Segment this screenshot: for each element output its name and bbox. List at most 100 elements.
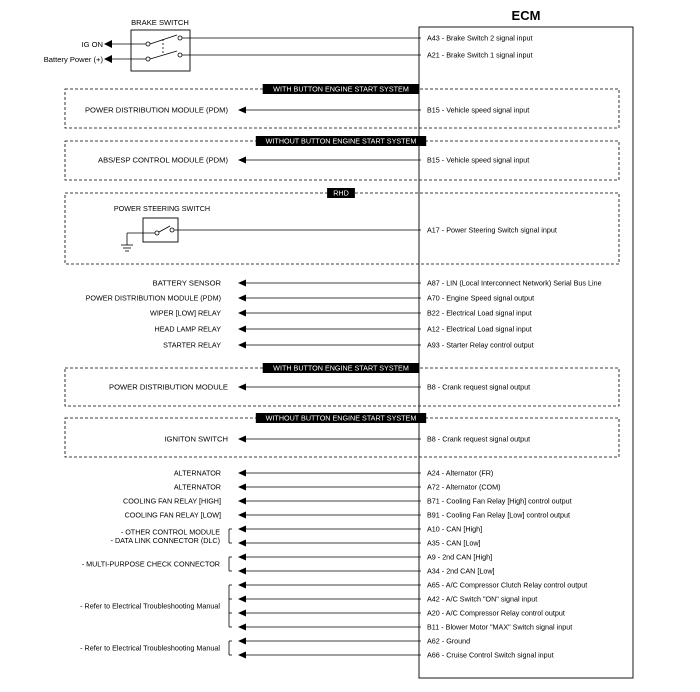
- bracket-2-pin-0: A65 - A/C Compressor Clutch Relay contro…: [427, 581, 587, 590]
- brake-pin-1-sep: -: [440, 51, 446, 60]
- bracket-2-pin-1-pin: A42: [427, 595, 440, 604]
- bracket-2-row-3-arrow: [238, 623, 246, 631]
- mid-row-label: STARTER RELAY: [163, 341, 221, 350]
- power-steering-switch-title: POWER STEERING SWITCH: [114, 204, 210, 213]
- lower-row-pin-0-signal: Alternator (FR): [446, 469, 494, 478]
- group-pin-4-pin: B8: [427, 435, 436, 444]
- group-pin-3: B8 - Crank request signal output: [427, 383, 530, 392]
- lower-row-3-arrow: [238, 511, 246, 519]
- lower-row-label: COOLING FAN RELAY [HIGH]: [123, 497, 221, 506]
- mid-row-pin-4-signal: Starter Relay control output: [446, 341, 534, 350]
- lower-row-label: COOLING FAN RELAY [LOW]: [125, 511, 221, 520]
- bracket-3-pin-1: A66 - Cruise Control Switch signal input: [427, 651, 554, 660]
- bracket-group-label: - MULTI-PURPOSE CHECK CONNECTOR: [82, 560, 220, 569]
- mid-row-label: HEAD LAMP RELAY: [155, 325, 222, 334]
- brake-pin-1-pin: A21: [427, 51, 440, 60]
- option-group-banner: [262, 363, 420, 373]
- lower-row-pin-2-pin: B71: [427, 497, 440, 506]
- ig-on-label: IG ON: [81, 40, 103, 49]
- group-pin-0-pin: B15: [427, 106, 440, 115]
- mid-row-pin-2-sep: -: [440, 309, 446, 318]
- bracket-3-pin-0-pin: A62: [427, 637, 440, 646]
- bracket-2-pin-2-signal: A/C Compressor Relay control output: [446, 609, 565, 618]
- bracket-0-row-1-arrow: [238, 539, 246, 547]
- mid-row-pin-4-pin: A93: [427, 341, 440, 350]
- group-pin-1-pin: B15: [427, 156, 440, 165]
- option-group-banner: [327, 188, 355, 198]
- group-4-arrow: [238, 435, 246, 443]
- lower-row-1-arrow: [238, 483, 246, 491]
- bracket-2-pin-2-pin: A20: [427, 609, 440, 618]
- option-group-banner-text: WITH BUTTON ENGINE START SYSTEM: [273, 85, 409, 94]
- bracket-2-pin-1-signal: A/C Switch "ON" signal input: [446, 595, 537, 604]
- mid-row-4-arrow: [238, 341, 246, 349]
- option-group-banner: [255, 136, 427, 146]
- mid-row-pin-0-pin: A87: [427, 279, 440, 288]
- ps-switch-blade: [158, 225, 171, 233]
- group-pin-4-sep: -: [436, 435, 442, 444]
- bracket-1-row-1-arrow: [238, 567, 246, 575]
- group-pin-2-sep: -: [440, 226, 446, 235]
- bracket-3-row-0-arrow: [238, 637, 246, 645]
- bracket-group-label: - DATA LINK CONNECTOR (DLC): [111, 536, 220, 545]
- lower-row-pin-1-sep: -: [440, 483, 446, 492]
- bracket-2-pin-0-signal: A/C Compressor Clutch Relay control outp…: [446, 581, 587, 590]
- ecm-box: [418, 26, 634, 679]
- bracket-2-pin-1: A42 - A/C Switch "ON" signal input: [427, 595, 537, 604]
- group-pin-1-sep: -: [440, 156, 446, 165]
- group-left-label: POWER DISTRIBUTION MODULE: [109, 383, 228, 392]
- group-pin-4: B8 - Crank request signal output: [427, 435, 530, 444]
- lower-row-pin-0-sep: -: [440, 469, 446, 478]
- bracket-2-pin-3: B11 - Blower Motor "MAX" Switch signal i…: [427, 623, 572, 632]
- lower-row-2-arrow: [238, 497, 246, 505]
- bracket-0-pin-1-pin: A35: [427, 539, 440, 548]
- group-pin-0-sep: -: [440, 106, 446, 115]
- bracket-0-pin-1-signal: CAN [Low]: [446, 539, 480, 548]
- brake-switch-title: BRAKE SWITCH: [131, 18, 189, 27]
- bracket-1-pin-0-signal: 2nd CAN [High]: [442, 553, 492, 562]
- lower-row-label: ALTERNATOR: [174, 483, 221, 492]
- bracket-1-pin-1: A34 - 2nd CAN [Low]: [427, 567, 495, 576]
- bracket-2-pin-2-sep: -: [440, 609, 446, 618]
- ps-switch-contact-a: [154, 230, 160, 236]
- brake-switch-body: [130, 29, 191, 72]
- lower-row-pin-3-signal: Cooling Fan Relay [Low] control output: [446, 511, 570, 520]
- brake-pin-1: A21 - Brake Switch 1 signal input: [427, 51, 532, 60]
- bracket-1-pin-1-signal: 2nd CAN [Low]: [446, 567, 494, 576]
- group-pin-1: B15 - Vehicle speed signal input: [427, 156, 529, 165]
- option-group-banner-text: RHD: [333, 189, 349, 198]
- mid-row-0-arrow: [238, 279, 246, 287]
- mid-row-pin-3: A12 - Electrical Load signal input: [427, 325, 532, 334]
- bracket-group-label: - OTHER CONTROL MODULE: [121, 527, 220, 536]
- group-pin-1-signal: Vehicle speed signal input: [446, 156, 529, 165]
- bracket-0-pin-0-sep: -: [440, 525, 446, 534]
- bracket-1-pin-0-sep: -: [436, 553, 442, 562]
- mid-row-pin-1-sep: -: [440, 294, 446, 303]
- group-left-label: POWER DISTRIBUTION MODULE (PDM): [85, 106, 228, 115]
- option-group-banner-text: WITHOUT BUTTON ENGINE START SYSTEM: [266, 414, 417, 423]
- bracket-3-pin-1-signal: Cruise Control Switch signal input: [446, 651, 553, 660]
- option-group-box: [64, 417, 620, 458]
- option-group-banner-text: WITHOUT BUTTON ENGINE START SYSTEM: [266, 137, 417, 146]
- mid-row-pin-0: A87 - LIN (Local Interconnect Network) S…: [427, 279, 602, 288]
- mid-row-pin-3-pin: A12: [427, 325, 440, 334]
- mid-row-pin-1-signal: Engine Speed signal output: [446, 294, 534, 303]
- bracket-2-pin-3-sep: -: [439, 623, 445, 632]
- bracket-2-pin-3-pin: B11: [427, 623, 439, 632]
- bracket-2-row-0-arrow: [238, 581, 246, 589]
- mid-row-2-arrow: [238, 309, 246, 317]
- battery-power-label: Battery Power (+): [44, 55, 104, 64]
- brake-switch: BRAKE SWITCH IG ON Battery Power (+): [44, 18, 421, 72]
- lower-row-pin-1-pin: A72: [427, 483, 440, 492]
- bracket-1-pin-1-sep: -: [440, 567, 446, 576]
- group-pin-2: A17 - Power Steering Switch signal input: [427, 226, 557, 235]
- lower-row-pin-2-sep: -: [440, 497, 446, 506]
- mid-row-pin-1-pin: A70: [427, 294, 440, 303]
- option-group-banner: [255, 413, 427, 423]
- group-pin-3-signal: Crank request signal output: [442, 383, 530, 392]
- bracket-2-pin-3-signal: Blower Motor "MAX" Switch signal input: [446, 623, 573, 632]
- bracket-2-pin-0-sep: -: [440, 581, 446, 590]
- lower-row-pin-2-signal: Cooling Fan Relay [High] control output: [446, 497, 571, 506]
